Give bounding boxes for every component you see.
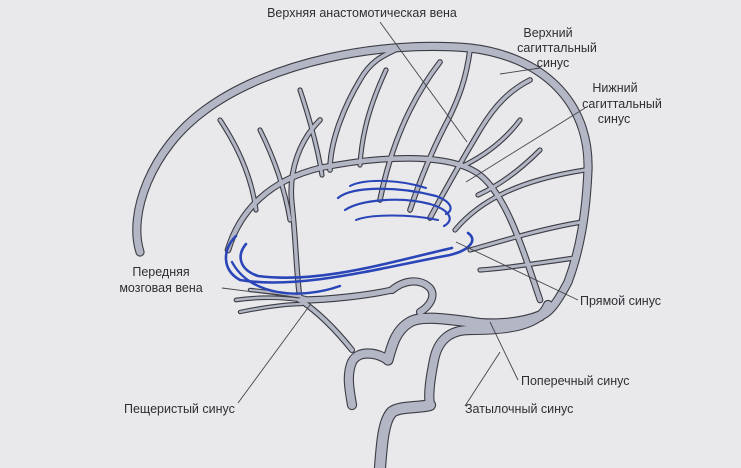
label-superior-anastomotic-vein: Верхняя анастомотическая вена (267, 6, 457, 20)
cortical-vein (408, 48, 472, 212)
deep-vein (349, 179, 427, 189)
labels: Верхняя анастомотическая вена Верхний са… (119, 6, 662, 416)
cortical-vein (258, 128, 292, 222)
leader-lines (221, 21, 586, 407)
inferior-sagittal-sinus (225, 156, 543, 303)
superior-sagittal-sinus (133, 42, 592, 320)
leader-cavernous-sinus (237, 304, 311, 404)
label-anterior-cerebral-1: Передняя (132, 265, 189, 279)
cortical-vein-outline (217, 117, 259, 213)
cortical-vein (298, 88, 324, 177)
cortical-vein (328, 48, 397, 172)
label-straight-sinus: Прямой синус (580, 294, 661, 308)
deep-vein (336, 187, 452, 216)
cortical-vein (428, 78, 532, 220)
label-superior-sagittal-1: Верхний (523, 26, 572, 40)
cortical-vein (453, 168, 587, 232)
label-transverse-sinus: Поперечный синус (521, 374, 630, 388)
deep-cerebral-veins (224, 179, 474, 295)
label-inferior-sagittal-2: сагиттальный (582, 97, 662, 111)
cortical-vein (476, 148, 542, 197)
occipital-sinus (344, 349, 392, 409)
transverse-sinus (425, 301, 552, 409)
cortical-vein-outline (357, 67, 389, 168)
cortical-vein (289, 118, 322, 302)
cortical-vein-outline (377, 59, 443, 203)
cortical-vein-outline (427, 77, 533, 221)
label-occipital-sinus: Затылочный синус (465, 402, 573, 416)
cortical-vein-outline (452, 167, 588, 233)
deep-vein (230, 260, 342, 295)
sigmoid-sinus (375, 400, 435, 468)
label-cavernous-sinus: Пещеристый синус (124, 402, 235, 416)
cortical-vein (378, 60, 442, 202)
anterior-vein (234, 296, 302, 302)
venous-network (132, 41, 593, 468)
deep-vein (355, 214, 439, 221)
leader-anterior-cerebral (221, 287, 301, 299)
leader-transverse-sinus (489, 321, 519, 381)
cortical-vein (468, 220, 584, 252)
petrosal-sinus (297, 287, 395, 303)
anterior-vein (238, 302, 304, 314)
label-inferior-sagittal-1: Нижний (592, 81, 637, 95)
cortical-vein (218, 118, 258, 212)
label-anterior-cerebral-2: мозговая вена (119, 281, 202, 295)
leader-superior-anastomotic (379, 21, 468, 143)
label-inferior-sagittal-3: синус (598, 112, 631, 126)
cortical-vein (478, 256, 577, 272)
cortical-vein (463, 118, 522, 167)
confluence (389, 278, 436, 315)
cortical-vein-outline (257, 127, 293, 223)
deep-vein (224, 231, 474, 284)
cortical-vein (358, 68, 388, 167)
cavernous-drain (298, 298, 354, 352)
deep-vein (343, 198, 451, 228)
label-superior-sagittal-2: сагиттальный (517, 41, 597, 55)
leader-occipital-sinus (464, 351, 501, 407)
leader-straight-sinus (455, 241, 579, 301)
straight-sinus (383, 311, 545, 365)
leader-superior-sagittal (499, 67, 541, 75)
leader-inferior-sagittal (465, 107, 586, 183)
deep-vein (239, 242, 454, 279)
label-superior-sagittal-3: синус (537, 56, 570, 70)
